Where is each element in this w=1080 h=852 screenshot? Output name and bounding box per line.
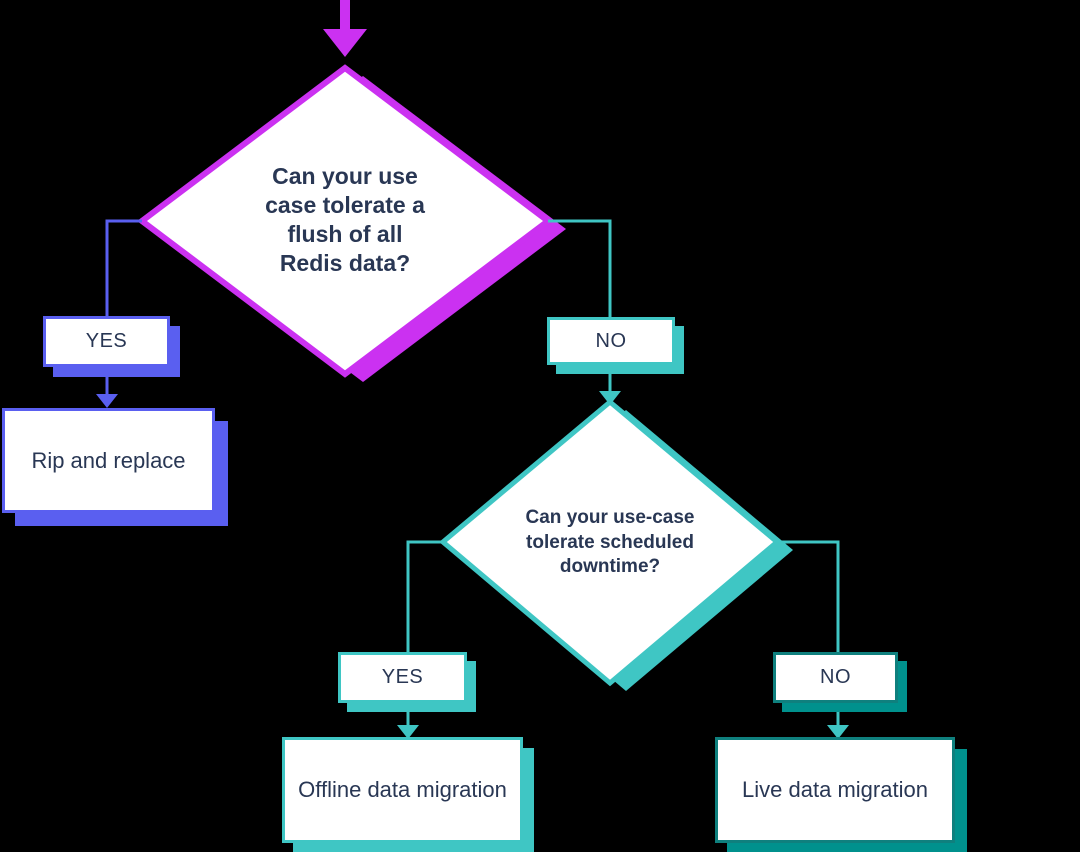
outcome-offline-migration-box: Offline data migration (282, 737, 523, 843)
connector-decision1-no (548, 219, 612, 318)
decision1-question: Can your use case tolerate a flush of al… (265, 163, 425, 276)
outcome-rip-and-replace-label: Rip and replace (31, 447, 186, 473)
branch-yes2-label: YES (381, 666, 424, 688)
branch-no2-box: NO (773, 652, 898, 703)
outcome-rip-and-replace-box: Rip and replace (2, 408, 215, 513)
branch-yes2-box: YES (338, 652, 467, 703)
entry-arrow-icon (323, 0, 367, 57)
branch-yes1-box: YES (43, 316, 170, 367)
arrowhead-yes2-icon (397, 725, 419, 739)
outcome-offline-migration-label: Offline data migration (298, 777, 507, 802)
branch-no2-label: NO (820, 666, 851, 688)
outcome-live-migration-label: Live data migration (742, 777, 928, 802)
arrowhead-yes1-icon (96, 394, 118, 408)
arrowhead-no2-icon (827, 725, 849, 739)
decision2-question: Can your use-case tolerate scheduled dow… (525, 507, 695, 578)
outcome-live-migration-box: Live data migration (715, 737, 955, 843)
decision2-diamond (439, 398, 781, 687)
branch-yes1-label: YES (85, 330, 128, 352)
decision1-diamond (137, 64, 553, 378)
branch-no1-box: NO (547, 317, 675, 365)
connector-decision2-no (777, 540, 840, 653)
connector-decision1-yes (105, 219, 142, 316)
branch-no1-label: NO (595, 329, 627, 352)
connector-decision2-yes (406, 540, 443, 653)
arrowhead-no1-icon (599, 391, 621, 405)
